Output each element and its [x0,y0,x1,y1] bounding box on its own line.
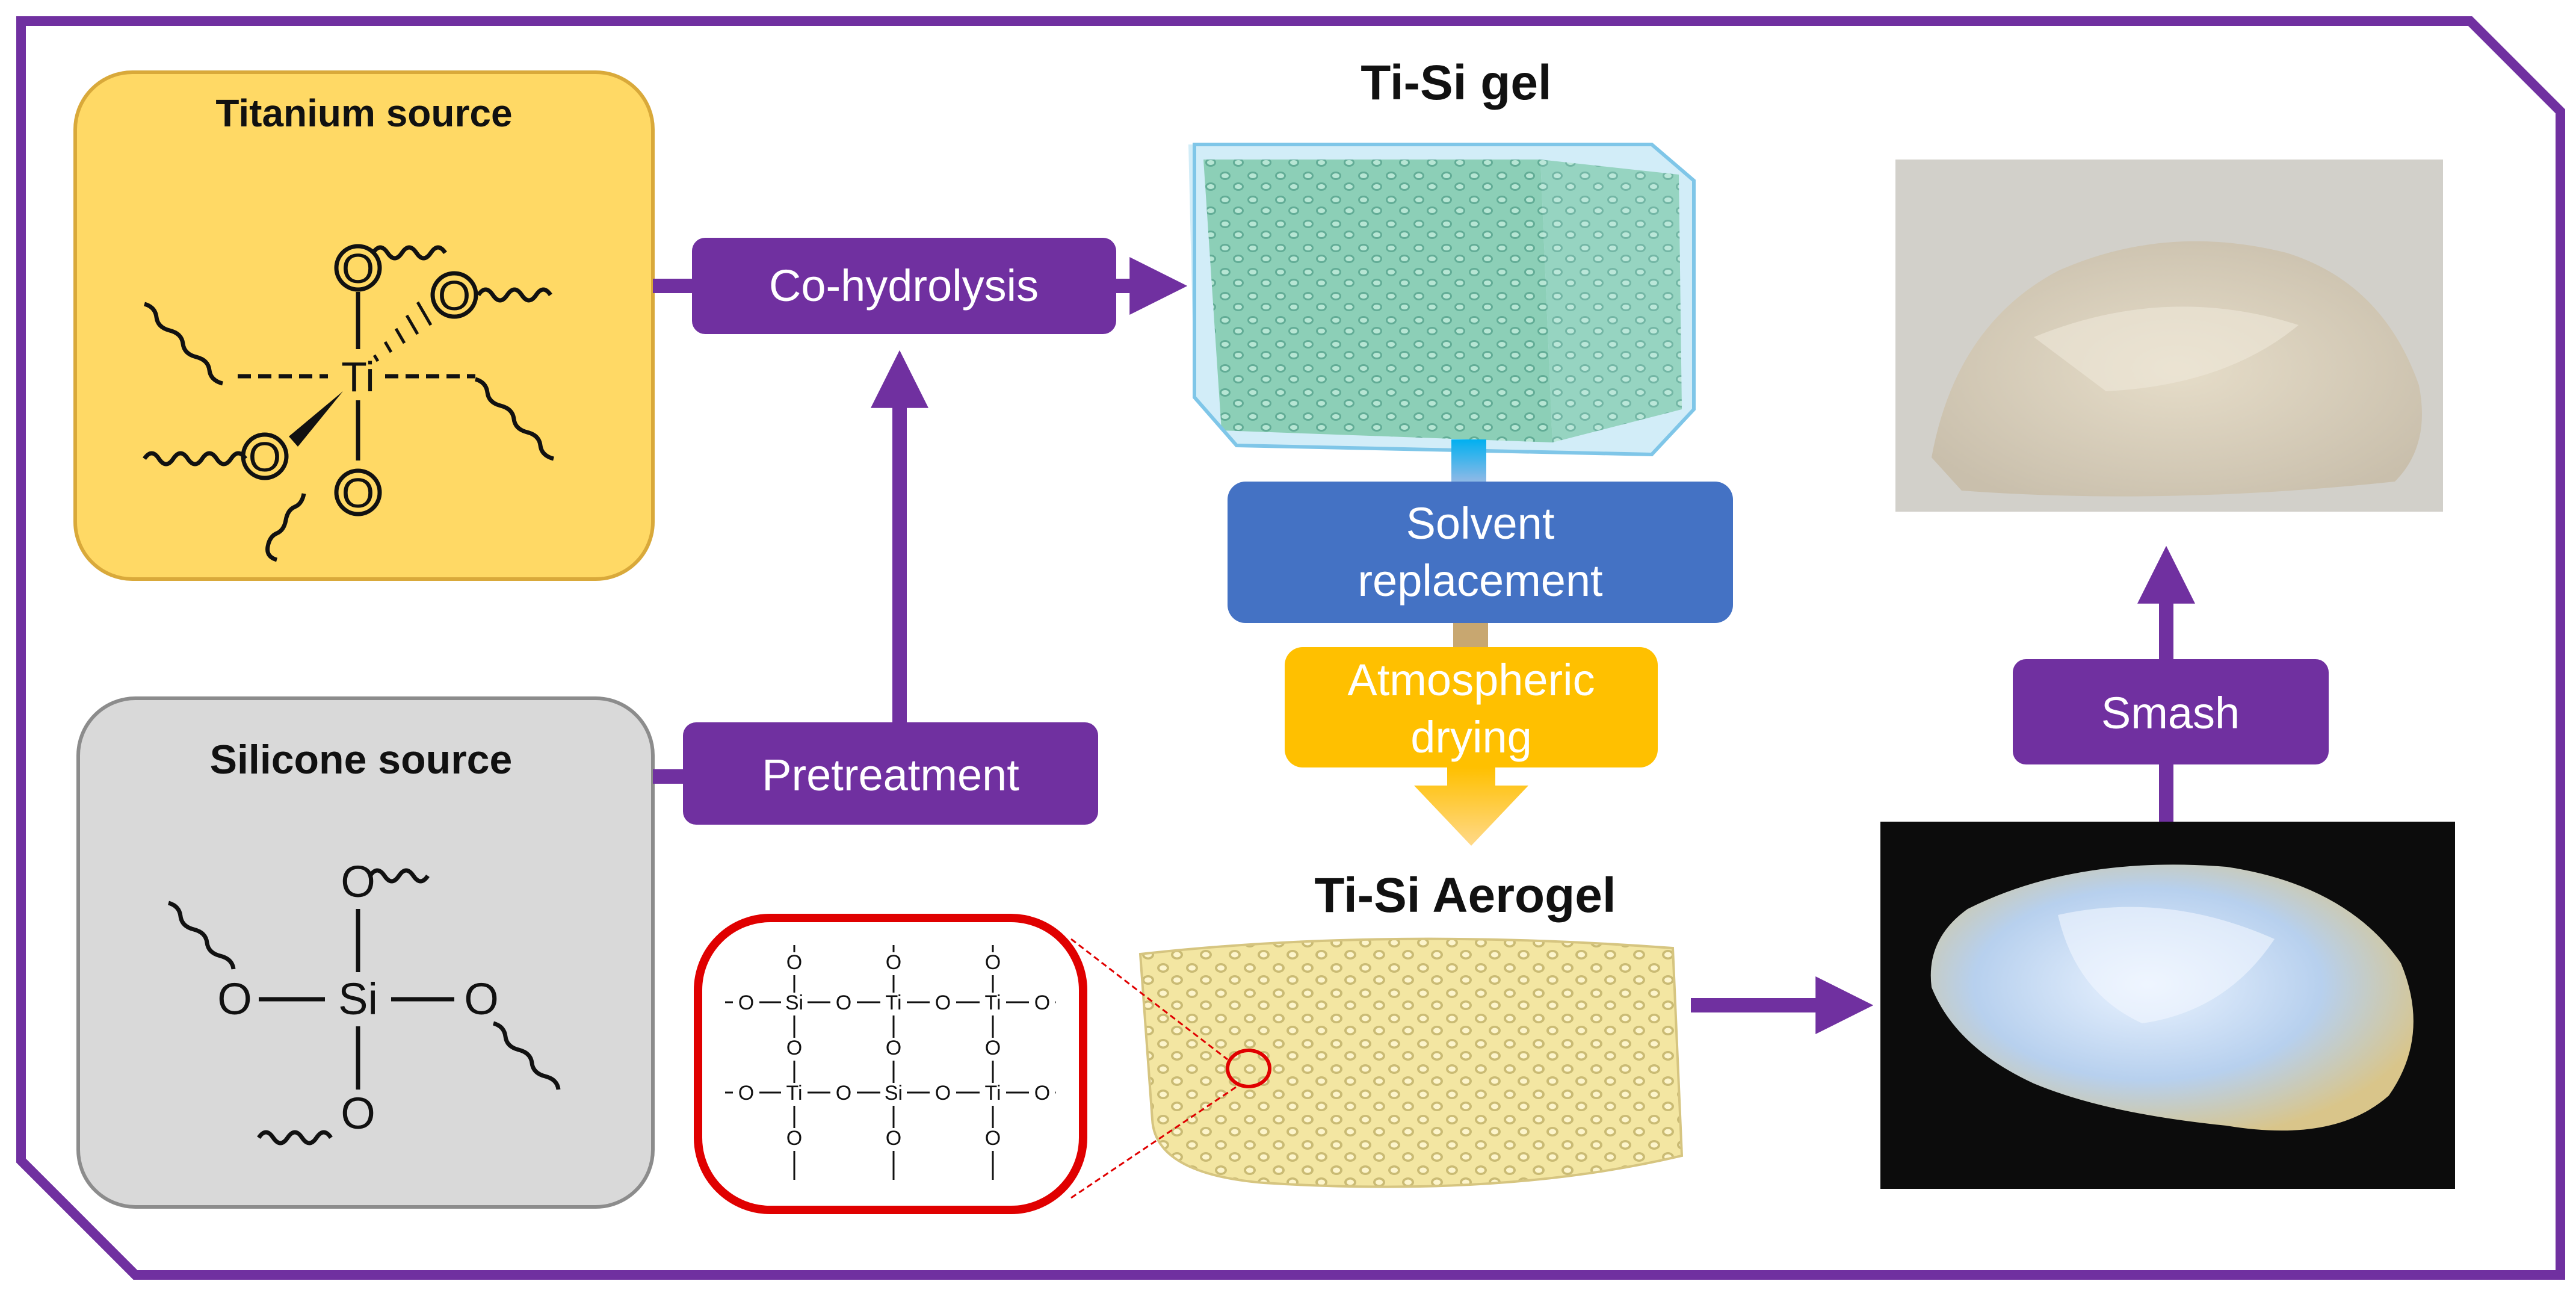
net-oxygen-v0-0: O [786,951,802,974]
outer-frame [16,16,2565,1280]
pretreatment-step: Pretreatment [683,722,1098,825]
net-atom-r0-c1: Ti [885,991,901,1014]
gel-title: Ti-Si gel [1361,55,1551,110]
net-atom-r1-c0: Ti [786,1082,802,1105]
net-oxygen-r1-0: O [738,1082,754,1105]
net-atom-r1-c2: Ti [984,1082,1001,1105]
si-oxygen-bottom: O [341,1088,375,1138]
ti-oxygen-left: O [249,433,281,480]
net-oxygen-v1-2: O [886,1127,901,1150]
drying-down-arrow [1414,767,1528,846]
net-oxygen-v2-2-bg [980,1128,1006,1151]
net-atom-r0-c2-bg [980,993,1006,1015]
net-oxygen-r0-1: O [836,991,851,1014]
drying-label-line2: drying [1410,712,1532,762]
net-oxygen-r1-2-bg [930,1083,956,1106]
drying-label-line1: Atmospheric [1347,655,1595,705]
solvent-label-line1: Solvent [1406,498,1555,548]
net-oxygen-r1-1: O [836,1082,851,1105]
zoom-circle [1226,1049,1271,1088]
atmospheric-drying-step: Atmospheric drying [1285,647,1658,767]
net-oxygen-v1-2-bg [880,1128,907,1151]
pretreatment-label: Pretreatment [762,750,1019,800]
net-atom-r1-c2-bg [980,1083,1006,1106]
net-atom-r1-c0-bg [781,1083,808,1106]
net-oxygen-r1-0-bg [733,1083,759,1106]
titanium-source-title: Titanium source [215,91,512,135]
titanium-source-panel: Titanium source [73,70,655,581]
gel-down-connector [1451,439,1486,482]
net-oxygen-r0-2-bg [930,993,956,1015]
net-oxygen-v2-0: O [985,951,1001,974]
net-oxygen-r1-3-bg [1029,1083,1055,1106]
net-oxygen-r1-2: O [935,1082,951,1105]
cohydrolysis-label: Co-hydrolysis [769,261,1039,311]
ti-oxygen-right: O [438,272,471,319]
solvent-replacement-step: Solvent replacement [1228,482,1733,623]
net-atom-r0-c0: Si [785,991,803,1014]
net-oxygen-v0-2: O [786,1127,802,1150]
zoom-line-top [1070,938,1228,1061]
ti-si-gel-block: Ti-Si gel [1188,55,1696,457]
net-oxygen-v0-2-bg [781,1128,808,1151]
si-oxygen-right: O [464,974,499,1024]
net-oxygen-v0-0-bg [781,952,808,975]
ti-oxygen-bottom: O [342,470,374,516]
net-oxygen-r0-1-bg [830,993,857,1015]
net-oxygen-r1-3: O [1034,1082,1050,1105]
silicone-source-panel: Silicone source Si O O O O [76,696,655,1209]
ti-si-aerogel-block: Ti-Si Aerogel [1138,868,1684,1188]
net-atom-r0-c1-bg [880,993,907,1015]
net-oxygen-v1-0: O [886,951,901,974]
si-atom-label: Si [338,974,378,1024]
net-oxygen-r1-1-bg [830,1083,857,1106]
net-oxygen-v0-1: O [786,1037,802,1059]
si-oxygen-left: O [217,974,252,1024]
net-oxygen-v2-1: O [985,1037,1001,1059]
net-oxygen-v1-1: O [886,1037,901,1059]
silicone-source-title: Silicone source [210,737,513,783]
net-oxygen-v1-1-bg [880,1038,907,1061]
si-oxygen-top: O [341,857,375,907]
net-oxygen-r0-3: O [1034,991,1050,1014]
net-oxygen-v2-0-bg [980,952,1006,975]
net-oxygen-v2-1-bg [980,1038,1006,1061]
zoom-line-bottom [1070,1084,1240,1199]
net-atom-r0-c2: Ti [984,991,1001,1014]
solvent-label-line2: replacement [1357,556,1603,606]
solvent-to-drying-connector [1453,623,1488,647]
ti-atom-label: Ti [341,353,375,400]
net-oxygen-v0-1-bg [781,1038,808,1061]
net-oxygen-r0-3-bg [1029,993,1055,1015]
net-oxygen-v1-0-bg [880,952,907,975]
net-atom-r0-c0-bg [781,993,808,1015]
net-oxygen-v2-2: O [985,1127,1001,1150]
net-oxygen-r0-0-bg [733,993,759,1015]
net-atom-r1-c1-bg [880,1083,907,1106]
aerogel-title: Ti-Si Aerogel [1314,868,1616,923]
net-oxygen-r0-0: O [738,991,754,1014]
net-oxygen-r0-2: O [935,991,951,1014]
powder-photo [1895,160,2443,512]
cohydrolysis-step: Co-hydrolysis [692,238,1116,334]
net-atom-r1-c1: Si [885,1082,903,1105]
ti-oxygen-top: O [342,245,374,292]
smash-step: Smash [2013,659,2329,764]
aerogel-photo [1880,822,2455,1189]
smash-label: Smash [2101,688,2240,738]
